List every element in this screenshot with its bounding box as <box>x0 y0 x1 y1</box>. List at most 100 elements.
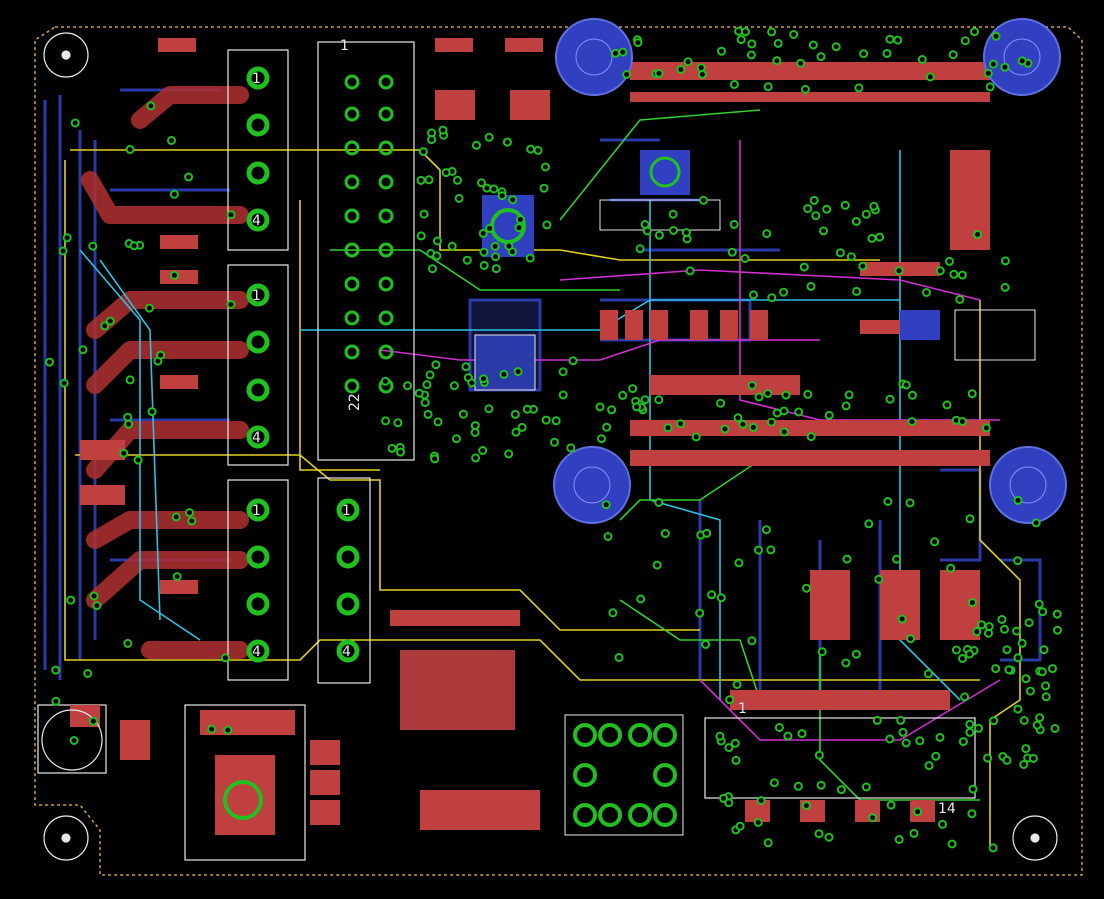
via <box>935 732 945 742</box>
via <box>603 532 613 541</box>
via <box>716 398 726 408</box>
via <box>748 422 758 432</box>
via <box>517 422 527 432</box>
conn-b-pin1-label: 1 <box>252 288 261 304</box>
via <box>416 175 426 185</box>
via <box>633 38 643 48</box>
connector-a-outline <box>227 49 289 251</box>
via <box>730 738 740 748</box>
via <box>508 195 518 205</box>
via <box>1031 518 1041 528</box>
via <box>885 394 895 404</box>
via <box>59 378 69 388</box>
via <box>416 231 426 241</box>
via <box>479 374 488 384</box>
via <box>660 529 670 538</box>
via <box>601 500 611 510</box>
via <box>789 30 799 39</box>
via <box>749 290 758 300</box>
via <box>970 27 979 37</box>
via <box>783 731 793 741</box>
via <box>1000 624 1009 634</box>
via <box>1012 626 1022 636</box>
via <box>967 389 977 399</box>
via <box>691 432 701 442</box>
via <box>635 244 645 254</box>
via <box>746 50 756 60</box>
via <box>715 731 725 741</box>
via <box>984 622 994 631</box>
via <box>654 230 664 240</box>
via <box>1013 653 1023 663</box>
via <box>702 528 712 538</box>
via <box>806 281 816 291</box>
via <box>1039 645 1049 655</box>
conn-a-pin1-label: 1 <box>252 71 261 87</box>
via <box>841 658 851 668</box>
via <box>925 72 935 82</box>
via <box>461 362 471 372</box>
via <box>1037 667 1047 677</box>
via <box>387 443 397 453</box>
via <box>1048 664 1057 674</box>
via <box>1002 645 1012 655</box>
via <box>794 407 804 417</box>
via <box>808 40 818 50</box>
via <box>727 247 737 257</box>
via <box>766 545 776 555</box>
via <box>867 233 877 243</box>
via <box>844 390 854 400</box>
via <box>676 65 686 74</box>
via <box>632 402 642 412</box>
via <box>462 255 472 265</box>
via <box>663 423 673 433</box>
via <box>618 47 628 57</box>
connector-silkscreen <box>37 41 976 861</box>
via <box>846 252 856 262</box>
via <box>83 669 93 678</box>
via <box>683 57 693 67</box>
via <box>424 175 434 185</box>
via <box>381 416 391 426</box>
via <box>882 49 892 58</box>
via <box>988 843 998 853</box>
via <box>859 49 869 59</box>
via <box>420 398 430 408</box>
via <box>156 350 166 360</box>
via <box>441 168 451 178</box>
conn-d-pin4-label: 4 <box>342 644 351 660</box>
via <box>809 195 819 205</box>
conn-a-pin4-label: 4 <box>252 213 261 229</box>
via <box>883 497 893 506</box>
via <box>864 519 874 529</box>
via <box>45 357 54 367</box>
via <box>799 262 809 272</box>
via <box>489 184 499 194</box>
via <box>1017 56 1027 66</box>
via <box>960 692 970 702</box>
via <box>767 417 776 427</box>
via <box>541 415 551 425</box>
via <box>738 419 748 429</box>
via <box>725 695 735 705</box>
via <box>550 437 559 447</box>
via <box>472 140 481 150</box>
via <box>716 593 726 603</box>
board-outline <box>34 26 1083 876</box>
via <box>423 409 433 419</box>
via <box>965 727 975 737</box>
via <box>502 137 512 147</box>
via <box>796 58 806 68</box>
via <box>747 636 757 646</box>
via <box>806 432 816 442</box>
via <box>654 498 664 507</box>
conn-c-pin4-label: 4 <box>252 644 261 660</box>
via <box>597 434 606 444</box>
mounting-pads <box>482 18 1067 524</box>
via <box>1000 256 1010 266</box>
via <box>1041 681 1051 691</box>
via <box>144 303 154 313</box>
via <box>484 132 494 142</box>
via <box>695 608 705 618</box>
